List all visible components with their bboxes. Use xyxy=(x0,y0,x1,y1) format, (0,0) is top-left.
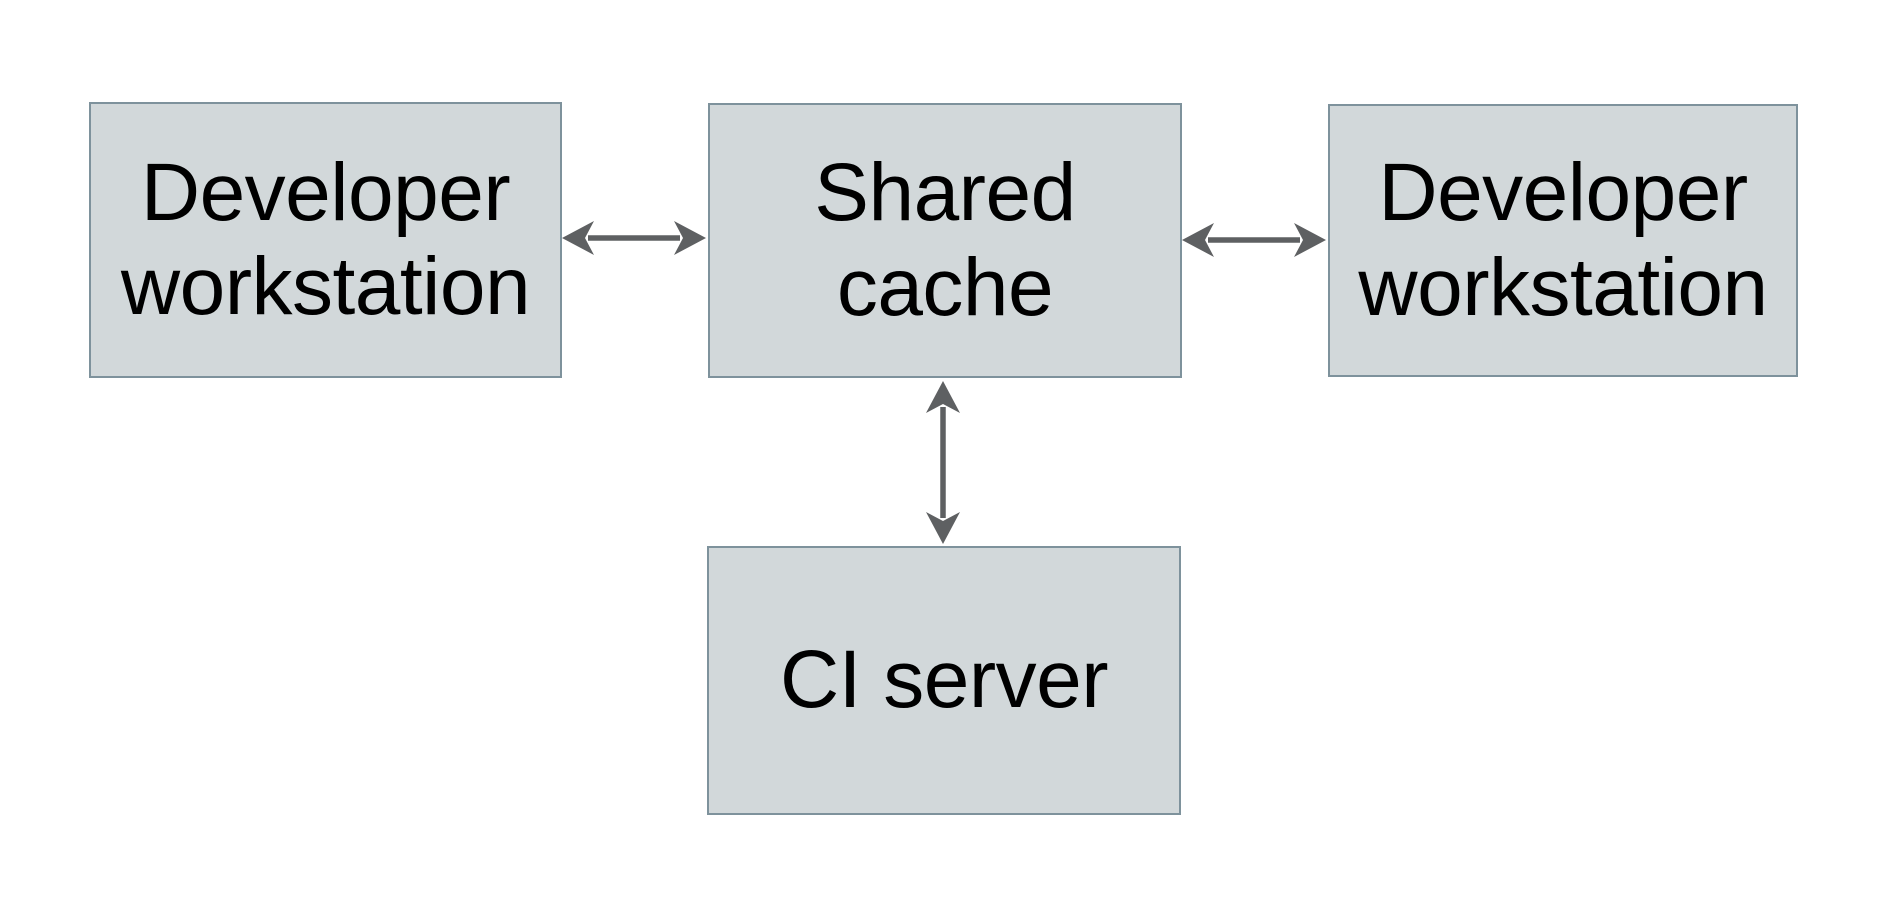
node-shared-cache: Shared cache xyxy=(708,103,1182,378)
arrow-head-right-icon xyxy=(1294,223,1326,257)
node-developer-workstation-right: Developer workstation xyxy=(1328,104,1798,377)
node-developer-workstation-left: Developer workstation xyxy=(89,102,562,378)
node-label-developer-workstation-left: Developer workstation xyxy=(120,146,531,332)
arrow-head-up-icon xyxy=(926,381,960,413)
node-label-ci-server: CI server xyxy=(779,634,1109,726)
node-label-shared-cache: Shared cache xyxy=(814,147,1076,333)
arrow-head-right-icon xyxy=(674,221,706,255)
arrow-head-left-icon xyxy=(1182,223,1214,257)
node-label-developer-workstation-right: Developer workstation xyxy=(1358,147,1768,333)
node-ci-server: CI server xyxy=(707,546,1181,815)
arrow-head-left-icon xyxy=(562,221,594,255)
bidirectional-arrow-cache-ci-server xyxy=(926,381,960,544)
bidirectional-arrow-cache-right-workstation xyxy=(1182,223,1326,257)
arrow-head-down-icon xyxy=(926,512,960,544)
bidirectional-arrow-left-workstation-cache xyxy=(562,221,706,255)
